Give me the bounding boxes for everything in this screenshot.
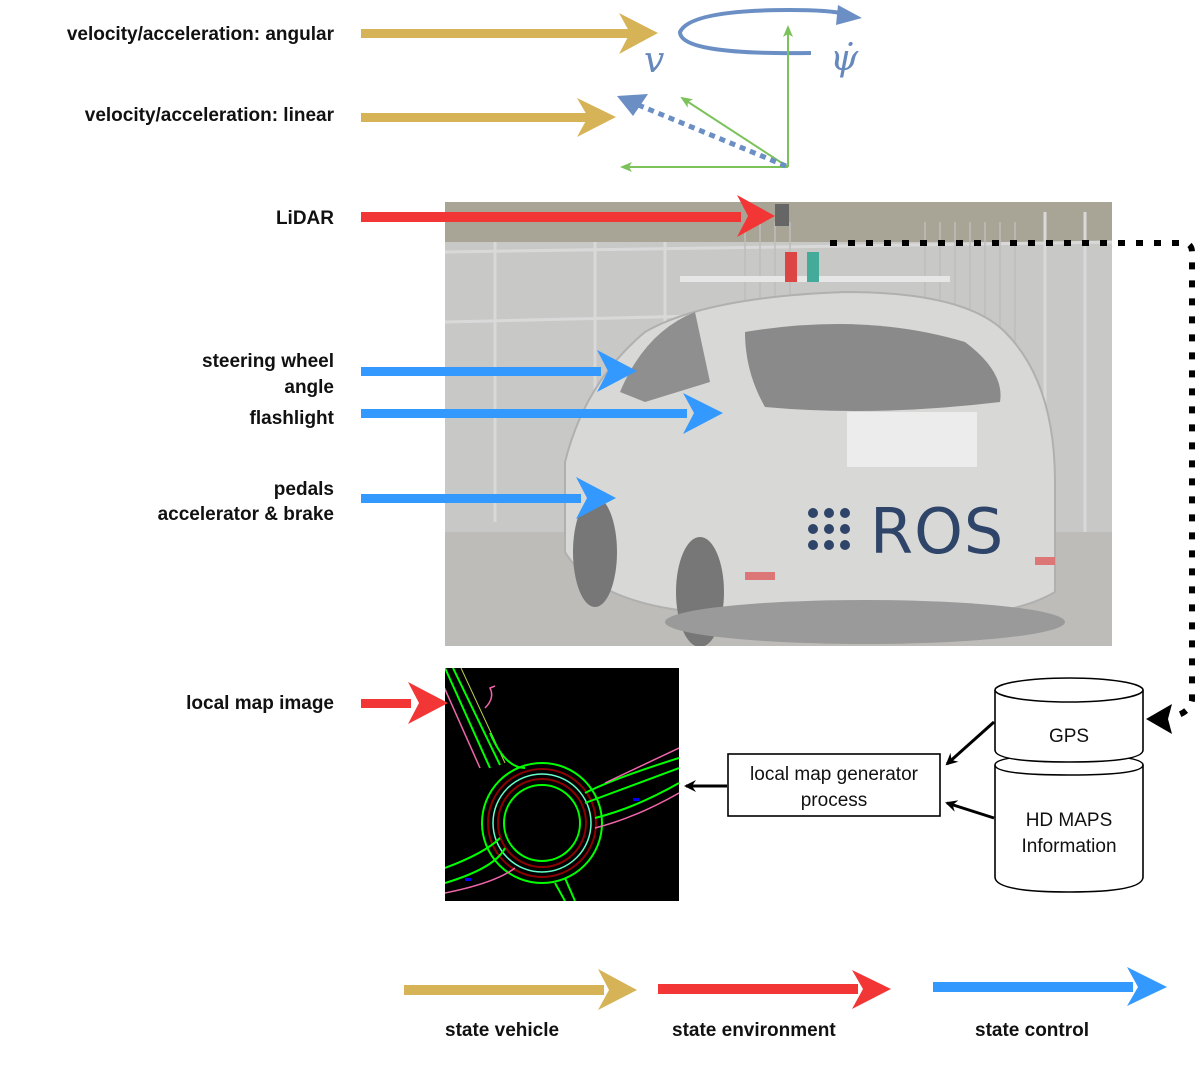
label-lidar: LiDAR xyxy=(275,208,334,229)
ros-logo-dots xyxy=(808,508,850,550)
process-box xyxy=(727,753,941,817)
arrow-pedals xyxy=(361,477,616,519)
legend-label-state-vehicle: state vehicle xyxy=(445,1020,560,1041)
label-local-map-image: local map image xyxy=(186,693,334,714)
arrow-steering-wheel xyxy=(361,350,637,392)
axis-diagonal xyxy=(680,96,789,168)
gps-dotted-connector xyxy=(830,240,1195,734)
ros-logo-text: ROS xyxy=(870,495,1005,568)
legend-arrow-state-vehicle xyxy=(404,969,637,1010)
process-label-line1: local map generator xyxy=(750,764,918,785)
database-cylinder xyxy=(994,677,1144,893)
vehicle-illustration xyxy=(445,202,1112,646)
label-angular-velocity: velocity/acceleration: angular xyxy=(66,24,334,45)
roundabout-map xyxy=(445,668,679,901)
symbol-velocity: v xyxy=(644,40,665,81)
arrow-flashlight xyxy=(361,393,723,434)
label-accelerator-brake: accelerator & brake xyxy=(157,504,334,525)
hdmaps-label-line2: Information xyxy=(1021,836,1117,857)
local-map-image xyxy=(445,668,679,901)
arrow-lidar xyxy=(361,195,775,237)
legend-label-state-environment: state environment xyxy=(672,1020,836,1041)
symbol-yaw-rate: ψ̇ xyxy=(830,38,859,79)
process-label-line2: process xyxy=(800,790,868,811)
vehicle-photo xyxy=(445,202,1112,646)
arrow-hdmaps-to-process xyxy=(945,800,995,820)
label-linear-velocity: velocity/acceleration: linear xyxy=(84,105,334,126)
gps-label: GPS xyxy=(1048,726,1090,747)
velocity-vector-dotted xyxy=(617,94,787,169)
legend-arrow-state-control xyxy=(933,967,1167,1006)
yaw-rotation-arrow xyxy=(677,5,862,56)
arrow-local-map xyxy=(361,682,448,724)
arrow-gps-to-process xyxy=(945,720,995,766)
legend-arrow-state-environment xyxy=(658,970,891,1009)
label-flashlight: flashlight xyxy=(249,408,334,429)
legend-label-state-control: state control xyxy=(975,1020,1090,1041)
hdmaps-label-line1: HD MAPS xyxy=(1025,810,1113,831)
hdmaps-label: HD MAPS Information xyxy=(995,808,1143,860)
label-steering-angle: angle xyxy=(284,377,334,398)
arrow-linear-velocity xyxy=(361,98,616,137)
process-label: local map generator process xyxy=(728,762,940,814)
label-pedals: pedals xyxy=(273,479,334,500)
arrow-angular-velocity xyxy=(361,13,658,54)
label-steering-wheel: steering wheel xyxy=(202,351,334,372)
